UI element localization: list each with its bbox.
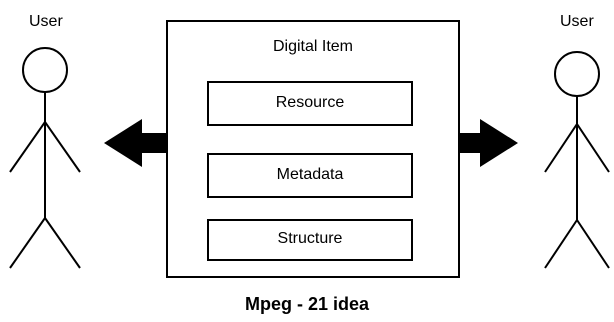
diagram-caption: Mpeg - 21 idea	[244, 294, 370, 314]
resource-box	[207, 81, 413, 126]
right-user-figure-icon	[544, 51, 610, 269]
left-user-figure-icon	[9, 47, 81, 269]
digital-item-title: Digital Item	[272, 38, 354, 55]
metadata-label: Metadata	[276, 166, 344, 183]
right-user-label: User	[560, 13, 594, 30]
structure-box	[207, 219, 413, 261]
arrow-right-icon	[458, 119, 518, 167]
structure-label: Structure	[277, 230, 343, 247]
metadata-box	[207, 153, 413, 198]
arrow-left-icon	[104, 119, 168, 167]
resource-label: Resource	[275, 94, 345, 111]
left-user-label: User	[29, 13, 63, 30]
